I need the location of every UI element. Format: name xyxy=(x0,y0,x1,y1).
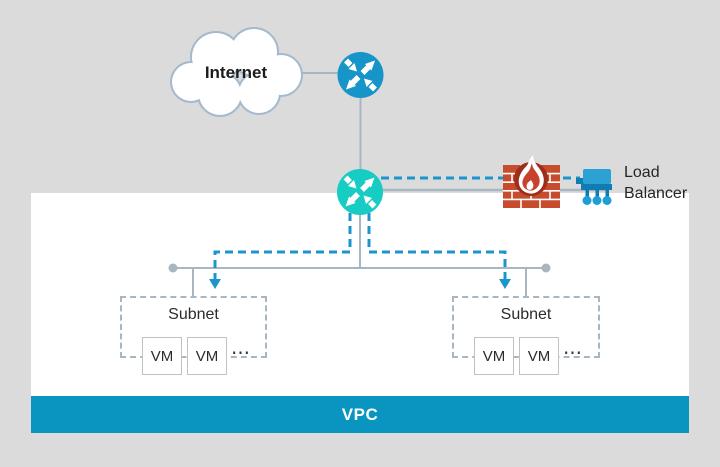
bus-endpoint-dot xyxy=(541,263,551,273)
vm-box: VM xyxy=(187,337,227,375)
vm-label: VM xyxy=(482,347,506,365)
more-vms-indicator: ⋯ xyxy=(563,343,582,364)
vm-label: VM xyxy=(150,347,174,365)
load-balancer-label-line1: Load xyxy=(624,164,660,181)
subnet-label: Subnet xyxy=(500,306,552,323)
bus-endpoints xyxy=(168,263,551,273)
load-balancer-icon xyxy=(576,169,612,205)
traffic-arrowheads xyxy=(209,279,511,289)
traffic-to-left-subnet-line xyxy=(213,200,352,279)
traffic-to-right-subnet-line xyxy=(367,200,507,279)
vpc-label: VPC xyxy=(341,404,379,424)
vm-label: VM xyxy=(195,347,219,365)
firewall-icon xyxy=(503,155,560,208)
vpc-router-icon xyxy=(337,169,383,215)
down-arrow-icon xyxy=(209,279,221,289)
internet-label: Internet xyxy=(204,63,268,82)
subnet-label: Subnet xyxy=(168,306,219,323)
bus-endpoint-dot xyxy=(168,263,178,273)
load-balancer-label-line2: Balancer xyxy=(624,185,688,202)
vm-box: VM xyxy=(519,337,559,375)
down-arrow-icon xyxy=(499,279,511,289)
vm-label: VM xyxy=(527,347,551,365)
vpc-banner: VPC xyxy=(31,396,689,433)
load-balancer-label: Load Balancer xyxy=(624,162,696,204)
vm-box: VM xyxy=(474,337,514,375)
more-vms-indicator: ⋯ xyxy=(231,343,250,364)
internet-router-icon xyxy=(337,52,384,98)
internet-cloud-icon xyxy=(170,27,303,117)
vm-box: VM xyxy=(142,337,182,375)
